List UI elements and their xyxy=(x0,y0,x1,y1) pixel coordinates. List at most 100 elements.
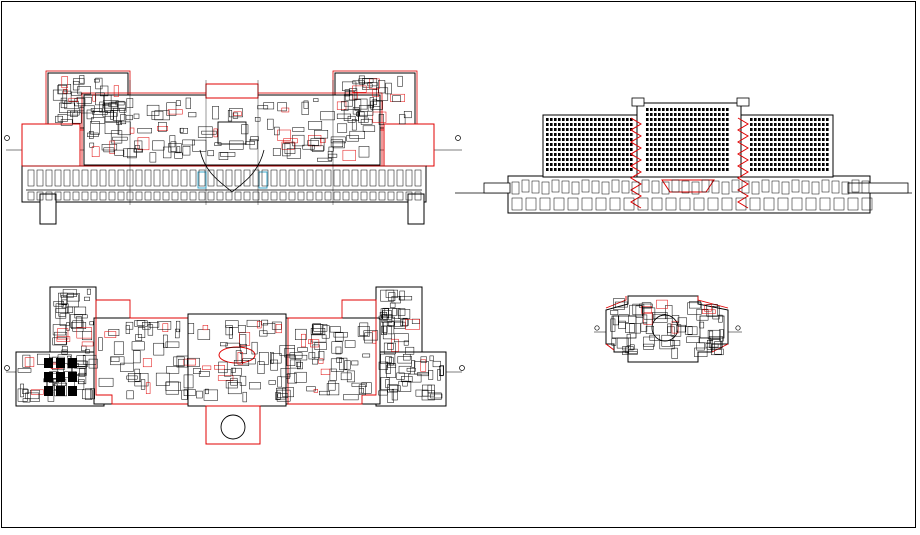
window xyxy=(798,168,801,171)
window xyxy=(606,138,609,141)
room-outline xyxy=(387,343,394,350)
parking-bay xyxy=(252,169,260,187)
room-outline xyxy=(671,320,679,334)
parking-bay xyxy=(387,191,395,201)
window xyxy=(710,123,713,126)
window xyxy=(702,118,705,121)
window xyxy=(714,168,717,171)
room-outline xyxy=(84,296,90,301)
room-outline xyxy=(158,122,167,132)
room-outline xyxy=(297,347,308,352)
room-outline xyxy=(175,328,180,339)
window xyxy=(658,138,661,141)
podium-bay xyxy=(735,197,747,211)
window xyxy=(558,128,561,131)
podium-bay xyxy=(751,181,760,195)
window xyxy=(770,128,773,131)
room-outline xyxy=(360,119,373,125)
room-outline xyxy=(218,361,228,374)
window xyxy=(554,163,557,166)
room-outline xyxy=(110,110,114,120)
room-outline xyxy=(362,353,371,358)
window xyxy=(682,163,685,166)
window xyxy=(622,133,625,136)
room-outline xyxy=(214,142,222,146)
window xyxy=(610,163,613,166)
window xyxy=(790,163,793,166)
window xyxy=(550,118,553,121)
parking-bay xyxy=(81,191,89,201)
room-outline xyxy=(369,97,374,109)
parking-bay xyxy=(369,191,377,201)
window xyxy=(554,128,557,131)
window xyxy=(782,163,785,166)
podium-bay xyxy=(819,197,831,211)
window xyxy=(802,128,805,131)
room-outline xyxy=(30,389,44,395)
window xyxy=(562,133,565,136)
window xyxy=(726,118,729,121)
room-outline xyxy=(133,350,141,364)
parking-bay xyxy=(216,169,224,187)
window xyxy=(754,138,757,141)
window xyxy=(690,113,693,116)
window xyxy=(802,158,805,161)
window xyxy=(606,128,609,131)
room-outline xyxy=(137,128,152,134)
window xyxy=(566,143,569,146)
plan3-fountain xyxy=(220,414,246,440)
room-outline xyxy=(391,388,398,401)
window xyxy=(650,118,653,121)
window xyxy=(718,118,721,121)
room-outline xyxy=(396,372,405,380)
room-outline xyxy=(74,306,87,315)
window xyxy=(762,138,765,141)
room-outline xyxy=(311,145,324,152)
room-outline xyxy=(397,75,403,87)
parking-bay xyxy=(180,191,188,201)
podium-bay xyxy=(721,181,730,195)
window xyxy=(570,148,573,151)
window xyxy=(678,153,681,156)
room-outline xyxy=(381,314,393,323)
window xyxy=(758,143,761,146)
plan4-axis-marker-right xyxy=(735,325,741,331)
room-outline xyxy=(46,378,62,391)
window xyxy=(650,138,653,141)
room-outline xyxy=(220,342,228,347)
window xyxy=(590,163,593,166)
window xyxy=(694,168,697,171)
room-outline xyxy=(364,332,373,344)
parking-bay xyxy=(72,169,80,187)
room-outline xyxy=(342,81,357,91)
room-outline xyxy=(378,361,388,370)
room-outline xyxy=(295,328,307,340)
room-outline xyxy=(402,380,408,387)
room-outline xyxy=(103,95,112,107)
room-outline xyxy=(214,365,225,370)
window xyxy=(726,113,729,116)
room-outline xyxy=(94,78,100,83)
ground-plan-rooms xyxy=(27,75,422,201)
window xyxy=(782,138,785,141)
podium-bay xyxy=(591,180,600,194)
parking-bay xyxy=(360,191,368,201)
window xyxy=(674,118,677,121)
podium-bay xyxy=(581,179,590,193)
room-outline xyxy=(185,97,191,109)
room-outline xyxy=(101,144,118,151)
window xyxy=(546,153,549,156)
parking-bay xyxy=(171,191,179,201)
window xyxy=(694,133,697,136)
window xyxy=(690,143,693,146)
window xyxy=(770,143,773,146)
window xyxy=(758,128,761,131)
window xyxy=(814,128,817,131)
parking-bay xyxy=(414,191,422,201)
podium-bay xyxy=(511,181,520,195)
window xyxy=(554,143,557,146)
window xyxy=(594,128,597,131)
window xyxy=(710,153,713,156)
window xyxy=(662,118,665,121)
window xyxy=(602,143,605,146)
